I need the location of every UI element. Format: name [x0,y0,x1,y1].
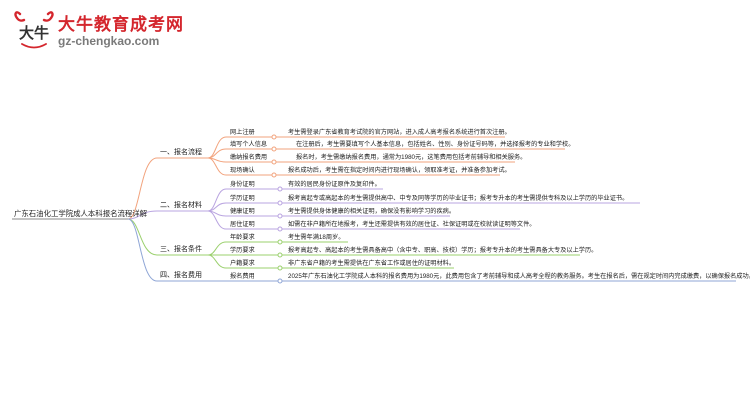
leaf-education-requirement: 报考高起专、高起本的考生需具备高中（含中专、职高、技校）学历；报考专升本的考生需… [288,247,598,254]
logo-mark-text: 大牛 [19,24,49,42]
leaf-education-proof: 报考高起专或高起本的考生需提供高中、中专及同等学历的毕业证书；报考专升本的考生需… [288,195,629,202]
leaf-registration-fee: 2025年广东石油化工学院成人本科的报名费用为1980元，此费用包含了考前辅导和… [288,273,750,280]
site-logo[interactable]: 大牛 大牛教育成考网 gz-chengkao.com [14,8,254,54]
leaf-id-proof: 有效的居民身份证原件及复印件。 [288,181,381,188]
node-registration-fee: 报名费用 [230,273,255,280]
leaf-onsite-confirm: 报名成功后，考生需在指定时间内进行现场确认，领取准考证，并准备参加考试。 [288,167,511,174]
node-onsite-confirm: 现场确认 [230,167,255,174]
leaf-online-register: 考生需登录广东省教育考试院的官方网站，进入成人高考报名系统进行首次注册。 [288,129,511,136]
node-residence-proof: 居住证明 [230,221,255,228]
node-age-requirement: 年龄要求 [230,234,255,241]
node-id-proof: 身份证明 [230,181,255,188]
node-health-proof: 健康证明 [230,208,255,215]
leaf-personal-info: 在注册后，考生需要填写个人基本信息，包括姓名、性别、身份证号码等，并选择报考的专… [296,141,575,148]
node-education-proof: 学历证明 [230,195,255,202]
node-personal-info: 填写个人信息 [230,141,268,148]
node-education-requirement: 学历要求 [230,247,255,254]
leaf-residence-proof: 如需在非户籍所在地报考，考生还需提供有效的居住证、社保证明或在校就读证明等文件。 [288,221,536,228]
leaf-age-requirement: 考生需年满18周岁。 [288,234,345,241]
logo-url: gz-chengkao.com [58,34,160,48]
category-materials: 二、报名材料 [160,202,202,209]
leaf-pay-fee: 报名时，考生需缴纳报名费用，通常为1980元，这笔费用包括考前辅导和相关服务。 [296,154,527,161]
leaf-health-proof: 考生需提供身体健康的相关证明，确保没有影响学习的疾病。 [288,208,456,215]
category-fees: 四、报名费用 [160,272,202,279]
category-registration-process: 一、报名流程 [160,149,202,156]
mindmap-root: 广东石油化工学院成人本科报名流程详解 [14,209,148,218]
node-household-requirement: 户籍要求 [230,260,255,267]
leaf-household-requirement: 非广东省户籍的考生需提供在广东省工作或居住的证明材料。 [288,260,456,267]
node-online-register: 网上注册 [230,129,255,136]
category-requirements: 三、报名条件 [160,246,202,253]
node-pay-fee: 缴纳报名费用 [230,154,268,161]
bull-logo-icon: 大牛 [14,11,54,49]
logo-title: 大牛教育成考网 [58,15,184,34]
